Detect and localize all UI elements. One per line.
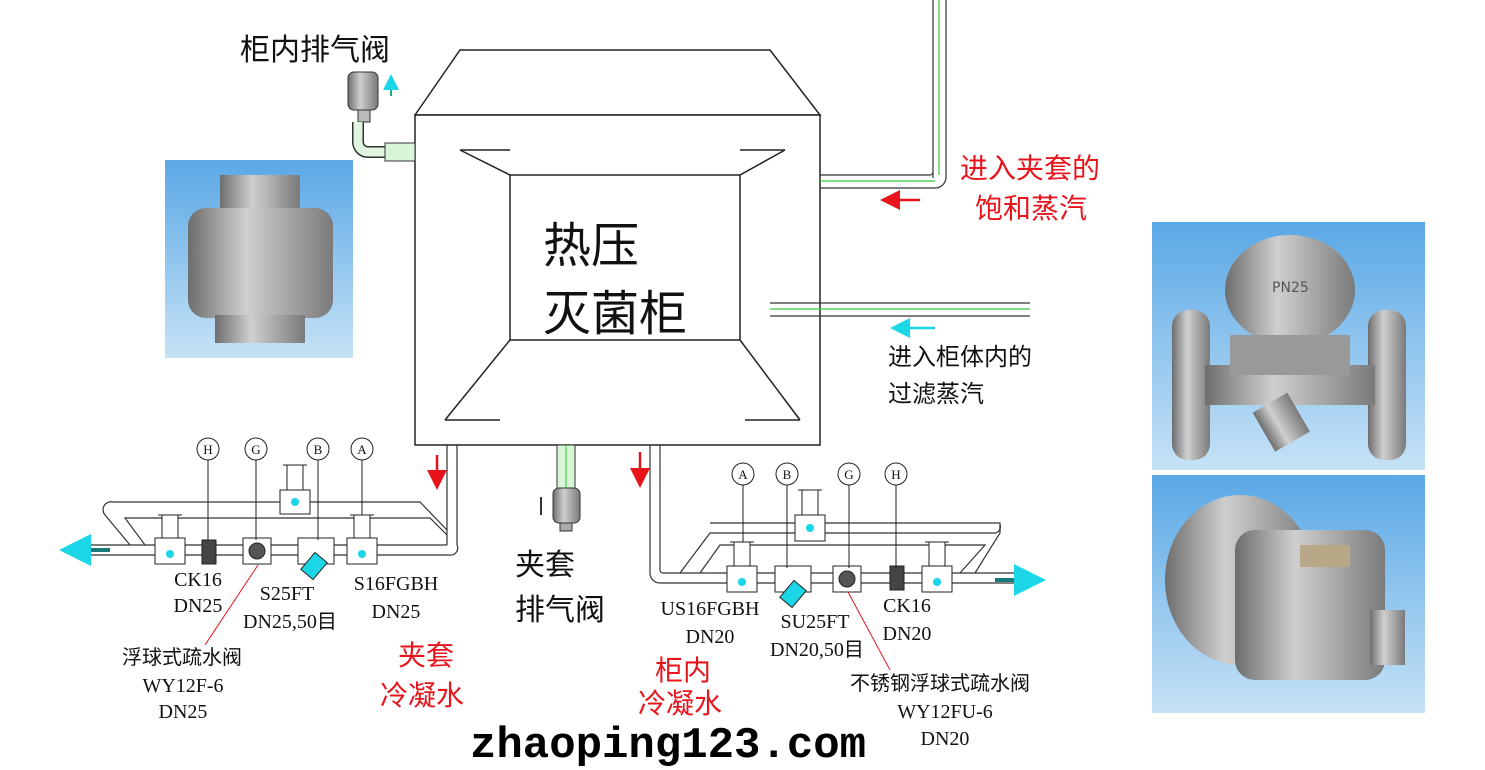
- left-ck-size: DN25: [174, 595, 223, 617]
- cabinet-title-2: 灭菌柜: [543, 286, 687, 342]
- left-strainer-model: S25FT: [260, 583, 314, 605]
- left-trap-model: WY12F-6: [142, 675, 223, 697]
- left-trap-size: DN25: [159, 701, 208, 723]
- right-marker-b: B: [783, 467, 792, 482]
- right-outlet-valve-icon: [921, 541, 953, 593]
- left-markers: [196, 437, 374, 540]
- jacket-steam-label-2: 饱和蒸汽: [975, 192, 1087, 225]
- jacket-condensate-label-2: 冷凝水: [380, 679, 464, 712]
- filtered-steam-label-1: 进入柜体内的: [888, 343, 1032, 371]
- left-ck-model: CK16: [174, 569, 222, 591]
- cabinet-condensate-pipe: [649, 445, 1030, 584]
- left-valve-model: S16FGBH: [354, 573, 438, 595]
- float-trap-photo-2: [1152, 475, 1425, 713]
- right-marker-g: G: [844, 467, 853, 482]
- left-valve-size: DN25: [372, 601, 421, 623]
- jacket-vent-label-1: 夹套: [515, 548, 575, 583]
- cabinet-condensate-label-2: 冷凝水: [638, 687, 722, 720]
- left-valves: [154, 464, 378, 581]
- left-strainer-size: DN25,50目: [243, 611, 337, 633]
- float-trap-photo-1: PN25: [1152, 222, 1425, 470]
- left-strainer-icon: [297, 537, 335, 581]
- left-main-valve-icon: [346, 514, 378, 565]
- jacket-steam-label-1: 进入夹套的: [960, 152, 1100, 185]
- right-valve-size: DN20: [686, 626, 735, 648]
- marker-b: B: [314, 442, 323, 457]
- jacket-condensate-label-1: 夹套: [398, 639, 454, 672]
- right-strainer-icon: [774, 565, 812, 609]
- right-trap-name: 不锈钢浮球式疏水阀: [850, 671, 1030, 695]
- left-check-valve-icon: [201, 539, 217, 565]
- left-bypass-valve-icon: [279, 464, 311, 515]
- left-trap-name: 浮球式疏水阀: [122, 645, 242, 669]
- right-trap-model: WY12FU-6: [897, 701, 993, 723]
- right-ck-size: DN20: [883, 623, 932, 645]
- pn-label: PN25: [1272, 280, 1309, 296]
- right-markers: [731, 462, 908, 568]
- right-trap-size: DN20: [921, 728, 970, 750]
- right-strainer-model: SU25FT: [781, 611, 850, 633]
- marker-g: G: [251, 442, 260, 457]
- right-valve-model: US16FGBH: [661, 598, 760, 620]
- left-trap-leader: [204, 564, 259, 646]
- marker-a: A: [357, 442, 367, 457]
- right-check-valve-icon: [889, 565, 905, 591]
- cabinet-condensate-label-1: 柜内: [655, 654, 711, 687]
- left-globe-valve-icon: [154, 514, 186, 565]
- right-bypass-valve-icon: [794, 489, 826, 542]
- right-ck-model: CK16: [883, 595, 931, 617]
- right-trap-leader: [847, 591, 891, 671]
- jacket-vent-valve-icon: [540, 444, 581, 532]
- left-float-trap-icon: [242, 537, 272, 565]
- watermark: zhaoping123.com: [470, 721, 866, 770]
- right-marker-a: A: [738, 467, 748, 482]
- right-strainer-size: DN20,50目: [770, 639, 864, 661]
- vent-valve-photo: [165, 160, 353, 358]
- cabinet-title-1: 热压: [543, 218, 639, 274]
- marker-h: H: [203, 442, 212, 457]
- cabinet-vent-valve-icon: [347, 71, 416, 162]
- right-valves: [726, 489, 953, 609]
- filtered-steam-label-2: 过滤蒸汽: [888, 380, 984, 408]
- right-float-trap-icon: [832, 565, 862, 593]
- jacket-vent-label-2: 排气阀: [515, 593, 605, 628]
- right-marker-h: H: [891, 467, 900, 482]
- cabinet-vent-label: 柜内排气阀: [240, 33, 390, 68]
- sterilizer-cabinet: [413, 49, 822, 446]
- jacket-steam-pipe: [820, 0, 947, 189]
- filtered-steam-pipe: [770, 302, 1030, 317]
- right-main-valve-icon: [726, 541, 758, 593]
